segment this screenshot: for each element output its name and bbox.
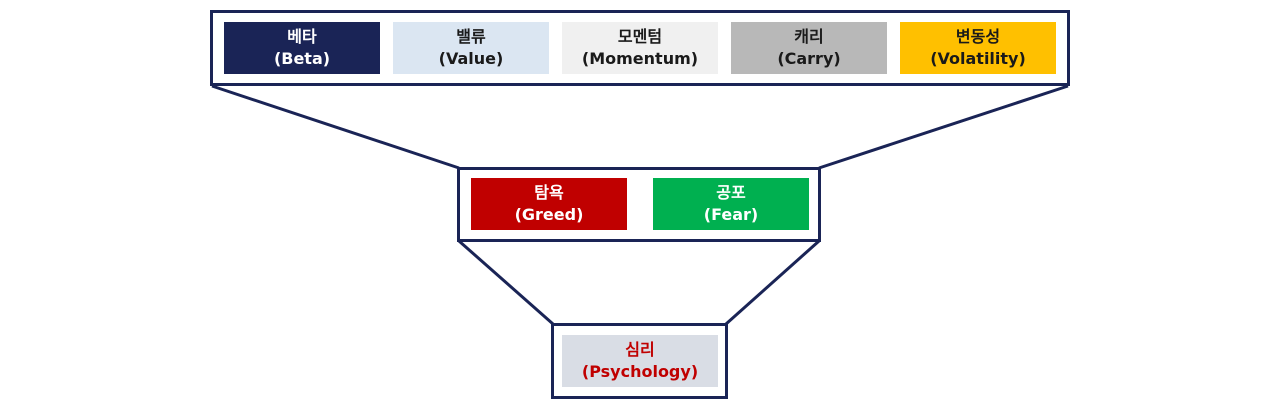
- factor-label-kr: 모멘텀: [617, 27, 663, 46]
- factor-label-kr: 밸류: [456, 27, 486, 46]
- emotion-label-kr: 탐욕: [534, 183, 564, 202]
- factor-label-en: (Beta): [273, 49, 331, 68]
- emotion-label-en: (Fear): [703, 205, 759, 224]
- factor-box-value: 밸류 (Value): [393, 22, 549, 74]
- connector-mid-left: [458, 239, 554, 326]
- factor-box-volatility: 변동성 (Volatility): [900, 22, 1056, 74]
- factor-label-en: (Volatility): [930, 49, 1026, 68]
- factor-label-en: (Momentum): [581, 49, 699, 68]
- emotion-box-fear: 공포 (Fear): [653, 178, 809, 230]
- factor-label-kr: 캐리: [794, 27, 824, 46]
- emotion-label-en: (Greed): [514, 205, 584, 224]
- factor-box-carry: 캐리 (Carry): [731, 22, 887, 74]
- emotion-box-greed: 탐욕 (Greed): [471, 178, 627, 230]
- factor-box-momentum: 모멘텀 (Momentum): [562, 22, 718, 74]
- emotion-label-kr: 공포: [716, 183, 746, 202]
- factor-box-beta: 베타 (Beta): [224, 22, 380, 74]
- psychology-label-kr: 심리: [625, 340, 655, 359]
- connector-mid-right: [725, 239, 820, 326]
- psychology-box: 심리 (Psychology): [562, 335, 718, 387]
- factor-label-en: (Carry): [777, 49, 841, 68]
- factor-label-kr: 변동성: [955, 27, 1001, 46]
- factor-label-kr: 베타: [287, 27, 317, 46]
- factor-label-en: (Value): [438, 49, 504, 68]
- psychology-label-en: (Psychology): [581, 362, 699, 381]
- connector-top-left: [211, 84, 460, 170]
- connector-top-right: [818, 84, 1069, 170]
